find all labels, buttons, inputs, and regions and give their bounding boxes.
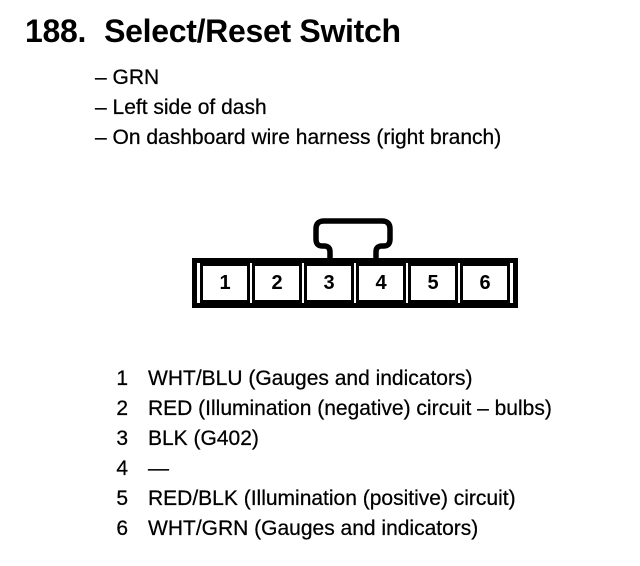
pin-description: —: [148, 457, 169, 480]
pin-description: BLK (G402): [148, 427, 259, 450]
connector-cavity-3: 3: [304, 263, 354, 303]
pin-number: 3: [116, 427, 128, 450]
connector-diagram: 1 2 3 4 5 6: [192, 216, 518, 308]
connector-cavity-2: 2: [252, 263, 302, 303]
pin-row-1: 1 WHT/BLU (Gauges and indicators): [115, 364, 552, 394]
pin-row-4: 4 —: [115, 454, 552, 484]
locking-tab-icon: [313, 218, 393, 270]
item-title: Select/Reset Switch: [104, 13, 401, 49]
pin-number: 5: [116, 487, 128, 510]
pin-description: WHT/GRN (Gauges and indicators): [148, 517, 479, 540]
pin-description: RED (Illumination (negative) circuit – b…: [148, 397, 552, 420]
pin-row-6: 6 WHT/GRN (Gauges and indicators): [115, 514, 552, 544]
pin-row-5: 5 RED/BLK (Illumination (positive) circu…: [115, 484, 552, 514]
page-title: 188. Select/Reset Switch: [25, 13, 401, 49]
pin-description: WHT/BLU (Gauges and indicators): [148, 367, 473, 390]
note-line-harness: – On dashboard wire harness (right branc…: [95, 126, 502, 149]
pin-list: 1 WHT/BLU (Gauges and indicators) 2 RED …: [115, 364, 552, 544]
pin-number: 1: [116, 367, 128, 390]
note-line-color: – GRN: [95, 66, 160, 89]
connector-cavity-6: 6: [460, 263, 510, 303]
connector-cavity-1: 1: [200, 263, 250, 303]
item-number: 188.: [25, 13, 87, 49]
pin-description: RED/BLK (Illumination (positive) circuit…: [148, 487, 516, 510]
connector-body: 1 2 3 4 5 6: [192, 258, 518, 308]
connector-cavity-5: 5: [408, 263, 458, 303]
note-line-location: – Left side of dash: [95, 96, 267, 119]
connector-cavity-4: 4: [356, 263, 406, 303]
pin-number: 4: [116, 457, 128, 480]
pin-row-2: 2 RED (Illumination (negative) circuit –…: [115, 394, 552, 424]
notes-list: – GRN – Left side of dash – On dashboard…: [95, 63, 501, 153]
pin-number: 2: [116, 397, 128, 420]
pin-row-3: 3 BLK (G402): [115, 424, 552, 454]
pin-number: 6: [116, 517, 128, 540]
